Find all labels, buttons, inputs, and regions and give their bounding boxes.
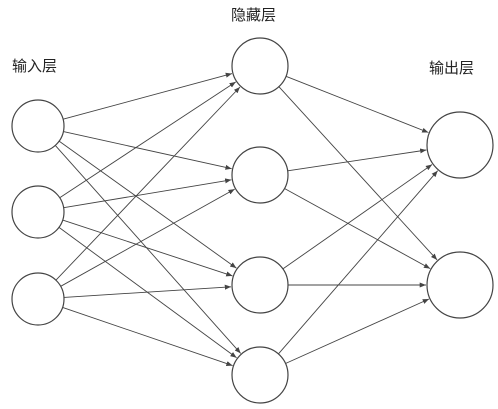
- connection-hidden2-to-output2: [284, 188, 431, 269]
- connection-input3-to-hidden4: [62, 306, 233, 367]
- connection-input1-to-hidden1: [62, 72, 233, 120]
- connection-input3-to-hidden1: [55, 86, 241, 281]
- connection-input2-to-hidden2: [63, 178, 232, 209]
- output-layer-label: 输出层: [429, 59, 475, 77]
- hidden-neuron-2: [231, 146, 289, 204]
- connection-input1-to-hidden2: [63, 131, 232, 170]
- connection-input1-to-hidden4: [54, 145, 242, 354]
- hidden-neuron-4: [231, 346, 289, 404]
- input-neuron-3: [11, 272, 65, 326]
- connections: [54, 72, 439, 367]
- connection-input2-to-hidden1: [59, 81, 237, 199]
- connection-input2-to-hidden4: [58, 227, 237, 359]
- connection-hidden1-to-output2: [278, 86, 438, 261]
- output-neuron-1: [426, 111, 494, 179]
- connection-hidden4-to-output1: [278, 170, 439, 355]
- connection-input3-to-hidden3: [63, 284, 232, 298]
- hidden-layer-label: 隐藏层: [231, 6, 277, 24]
- hidden-neuron-1: [231, 37, 289, 95]
- connection-input3-to-hidden2: [60, 188, 235, 287]
- input-neuron-2: [11, 185, 65, 239]
- connection-hidden1-to-output1: [285, 75, 429, 133]
- neurons: [11, 37, 494, 404]
- input-neuron-1: [11, 99, 65, 153]
- connection-hidden2-to-output1: [287, 148, 427, 172]
- connection-input1-to-hidden3: [58, 140, 237, 269]
- connection-hidden4-to-output2: [285, 298, 430, 364]
- output-neuron-2: [426, 251, 494, 319]
- hidden-neuron-3: [231, 256, 289, 314]
- input-layer-label: 输入层: [12, 57, 58, 75]
- connection-hidden3-to-output1: [282, 164, 433, 270]
- connection-input2-to-hidden3: [62, 219, 233, 277]
